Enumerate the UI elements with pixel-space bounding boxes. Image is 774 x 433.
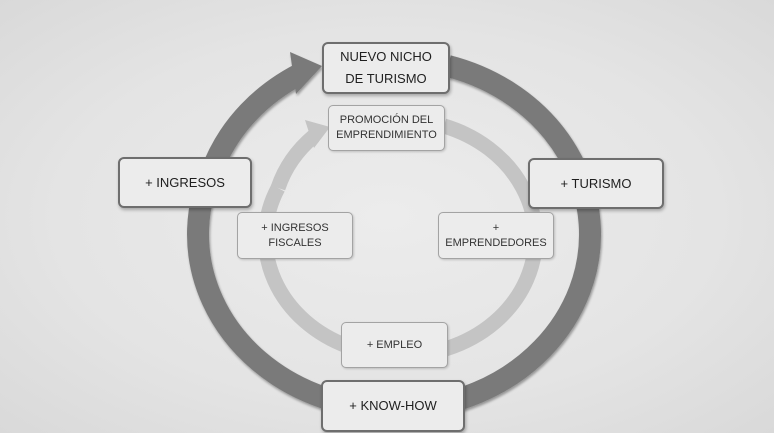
outer-cycle-ring	[187, 55, 602, 421]
node-text-line: + INGRESOS	[145, 174, 225, 190]
node-text-line: +	[492, 221, 500, 234]
node-text-line: + KNOW-HOW	[349, 398, 437, 413]
node-text-line: + INGRESOS	[261, 221, 329, 234]
node-ingresos: + INGRESOS	[118, 157, 252, 208]
node-emprendedores: + EMPRENDEDORES	[438, 212, 554, 259]
node-empleo: + EMPLEO	[341, 322, 448, 368]
node-text-line: EMPRENDIMIENTO	[336, 129, 437, 141]
node-text-line: PROMOCIÓN DEL	[339, 114, 434, 126]
node-text-line: DE TURISMO	[345, 71, 427, 86]
node-nuevo-nicho-de-turismo: NUEVO NICHO DE TURISMO	[322, 42, 450, 94]
node-promocion-del-emprendimiento: PROMOCIÓN DEL EMPRENDIMIENTO	[328, 105, 445, 151]
node-text-line: FISCALES	[268, 236, 322, 249]
inner-cycle-ring	[257, 118, 543, 364]
node-turismo: + TURISMO	[528, 158, 664, 209]
node-text-line: + EMPLEO	[366, 338, 423, 351]
inner-cycle-arrow-tail	[270, 130, 319, 191]
node-text-line: + TURISMO	[560, 175, 632, 191]
node-ingresos-fiscales: + INGRESOS FISCALES	[237, 212, 353, 259]
outer-cycle-arrow-tail	[204, 64, 306, 168]
node-text-line: NUEVO NICHO	[340, 49, 432, 64]
node-know-how: + KNOW-HOW	[321, 380, 465, 432]
inner-cycle-arrowhead	[305, 120, 330, 148]
node-text-line: EMPRENDEDORES	[445, 236, 547, 249]
outer-cycle-arrowhead	[290, 52, 322, 94]
